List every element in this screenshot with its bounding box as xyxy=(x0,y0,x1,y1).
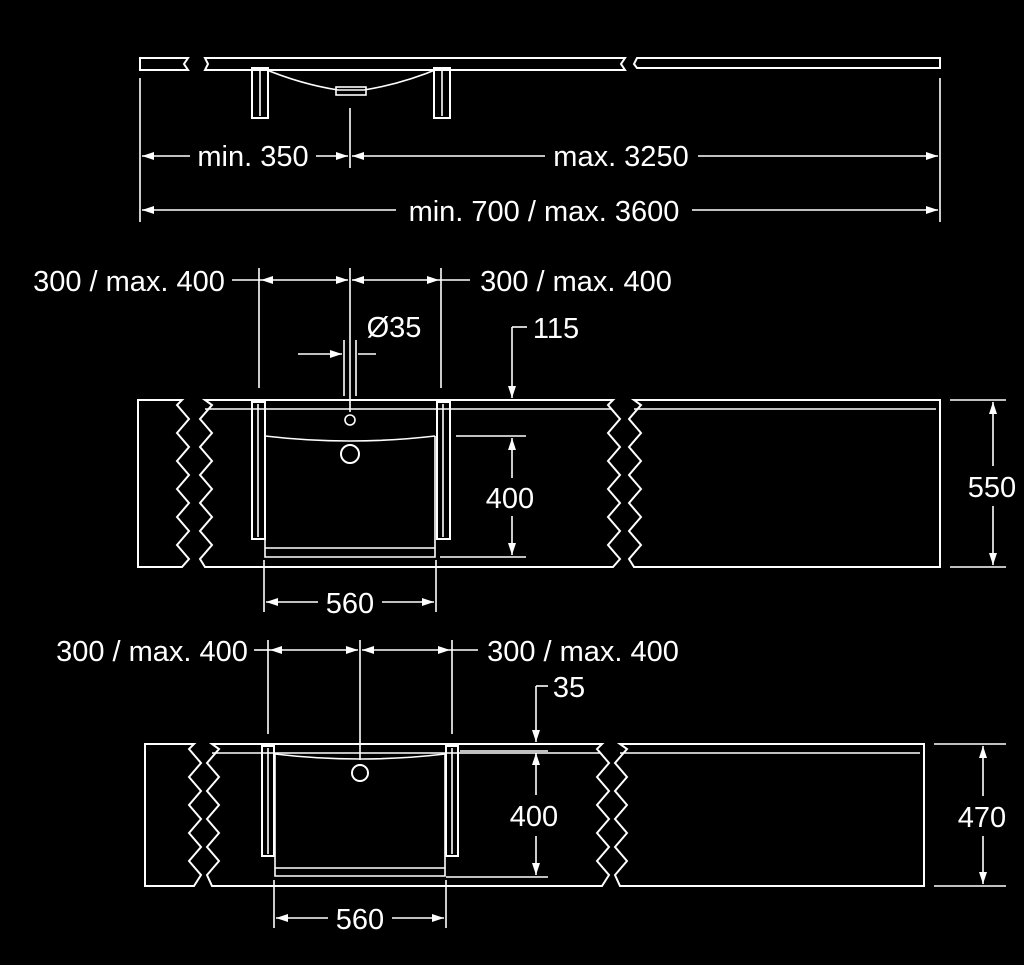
dim-right-offset-middle-label: 300 / max. 400 xyxy=(480,266,672,298)
dimension-from-top-bottom: 35 xyxy=(532,672,585,742)
dim-total-length-label: min. 700 / max. 3600 xyxy=(409,196,680,228)
countertop-side-profile xyxy=(139,57,941,71)
dim-height-middle-label: 400 xyxy=(486,483,534,515)
basin-outline-middle xyxy=(264,435,436,558)
dim-max-3250-label: max. 3250 xyxy=(553,141,688,173)
dim-from-top-middle-label: 115 xyxy=(533,313,579,345)
bracket-left xyxy=(251,67,269,119)
basin-side-profile xyxy=(261,67,441,96)
dimension-right-offset-bottom: 300 / max. 400 xyxy=(362,636,679,668)
bracket-left-bottom xyxy=(261,745,275,857)
dimension-right-offset-middle: 300 / max. 400 xyxy=(352,266,672,298)
top-view: min. 350 max. 3250 min. 700 / max. 3600 xyxy=(139,57,941,228)
extension-lines-middle xyxy=(258,268,1006,612)
dimension-min-350: min. 350 xyxy=(142,141,348,173)
dim-width-middle-label: 560 xyxy=(326,588,374,620)
dimension-width-middle: 560 xyxy=(266,588,434,620)
dimension-left-offset-bottom: 300 / max. 400 xyxy=(56,636,358,668)
extension-lines-top xyxy=(139,78,941,222)
dimension-width-bottom: 560 xyxy=(276,904,444,936)
extension-lines-bottom xyxy=(267,640,1006,928)
dim-width-bottom-label: 560 xyxy=(336,904,384,936)
countertop-front-middle xyxy=(137,399,941,568)
dimension-depth-bottom: 470 xyxy=(958,746,1006,884)
middle-view: 300 / max. 400 300 / max. 400 Ø35 115 40… xyxy=(33,266,1016,620)
drain-middle xyxy=(340,444,360,464)
bracket-left-middle xyxy=(251,401,266,540)
dimension-total-length: min. 700 / max. 3600 xyxy=(142,196,938,228)
dimension-left-offset-middle: 300 / max. 400 xyxy=(33,266,348,298)
drain-bottom xyxy=(351,764,369,782)
dimension-height-bottom: 400 xyxy=(510,753,558,875)
dimension-height-middle: 400 xyxy=(486,438,534,555)
dim-diameter-middle-label: Ø35 xyxy=(367,312,422,344)
bracket-right xyxy=(433,67,451,119)
dim-min-350-label: min. 350 xyxy=(197,141,308,173)
dimension-depth-middle: 550 xyxy=(968,402,1016,565)
dim-from-top-bottom-label: 35 xyxy=(553,672,585,704)
dim-depth-middle-label: 550 xyxy=(968,472,1016,504)
dim-right-offset-bottom-label: 300 / max. 400 xyxy=(487,636,679,668)
dim-left-offset-bottom-label: 300 / max. 400 xyxy=(56,636,248,668)
dim-left-offset-middle-label: 300 / max. 400 xyxy=(33,266,225,298)
bottom-view: 300 / max. 400 300 / max. 400 35 400 560… xyxy=(56,636,1006,936)
basin-outline-bottom xyxy=(274,753,446,877)
dimension-diameter-middle: Ø35 xyxy=(298,312,422,358)
bracket-right-middle xyxy=(436,401,451,540)
dim-height-bottom-label: 400 xyxy=(510,801,558,833)
tap-hole-middle xyxy=(344,414,356,426)
dimension-max-3250: max. 3250 xyxy=(352,141,938,173)
dim-depth-bottom-label: 470 xyxy=(958,802,1006,834)
dimension-from-top-middle: 115 xyxy=(508,313,579,398)
bracket-right-bottom xyxy=(445,745,459,857)
